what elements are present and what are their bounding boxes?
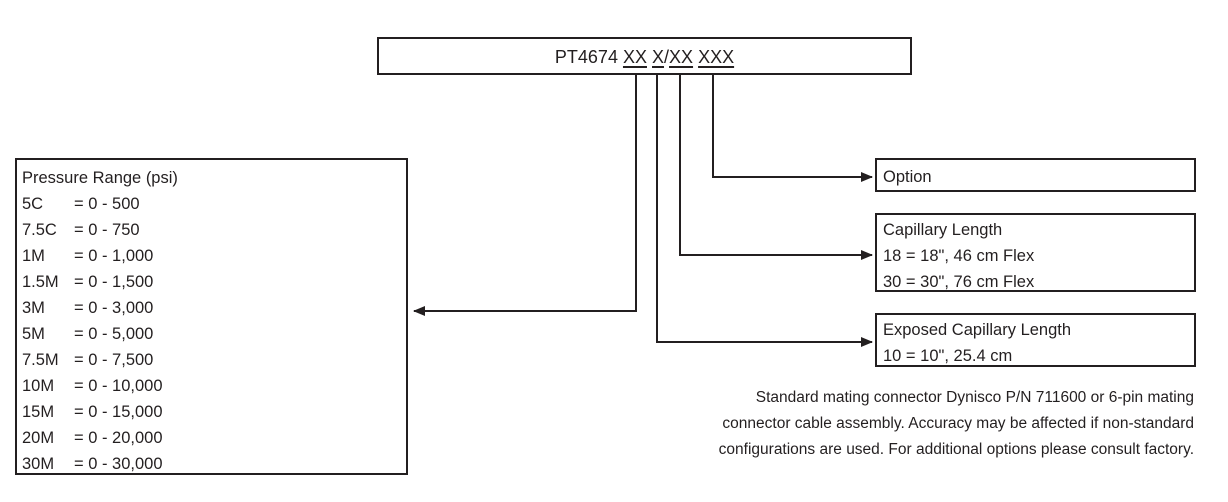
range-code: 20M (22, 429, 55, 447)
range-value: = 0 - 20,000 (74, 429, 163, 447)
range-code: 7.5M (22, 351, 59, 369)
capillary-length-title: Capillary Length (883, 221, 1003, 239)
part-prefix: PT4674 (554, 47, 618, 67)
exposed-capillary-length-box: Exposed Capillary Length 10 = 10", 25.4 … (875, 313, 1196, 367)
range-value: = 0 - 5,000 (74, 325, 154, 343)
pressure-range-row: 7.5C = 0 - 750 (22, 217, 406, 243)
range-value: = 0 - 7,500 (74, 351, 154, 369)
range-value: = 0 - 10,000 (74, 377, 163, 395)
exposed-capillary-length-item: 10 = 10", 25.4 cm (883, 347, 1013, 365)
part-number-box: PT4674 XX X/XX XXX (377, 37, 912, 75)
pressure-range-row: 7.5M = 0 - 7,500 (22, 347, 406, 373)
exposed-connector (656, 75, 873, 347)
range-value: = 0 - 750 (74, 221, 140, 239)
option-connector (712, 75, 873, 182)
footnote-line: Standard mating connector Dynisco P/N 71… (755, 389, 1194, 406)
option-code: XXX (698, 47, 735, 67)
pressure-range-title: Pressure Range (psi) (22, 169, 178, 187)
range-code: 30M (22, 455, 55, 473)
pressure-range-row: 10M = 0 - 10,000 (22, 373, 406, 399)
option-title: Option (883, 168, 932, 186)
pressure-range-row: 15M = 0 - 15,000 (22, 399, 406, 425)
range-value: = 0 - 1,500 (74, 273, 154, 291)
capillary-length-code: XX (669, 47, 694, 67)
capillary-length-item: 18 = 18", 46 cm Flex (883, 247, 1035, 265)
footnote-line: configurations are used. For additional … (718, 441, 1194, 458)
range-code: 10M (22, 377, 55, 395)
range-code: 7.5C (22, 221, 57, 239)
footnote-line: connector cable assembly. Accuracy may b… (722, 415, 1194, 432)
footnote: Standard mating connector Dynisco P/N 71… (660, 385, 1194, 463)
capillary-connector (679, 75, 873, 260)
pressure-connector (413, 75, 637, 316)
range-value: = 0 - 1,000 (74, 247, 154, 265)
exposed-capillary-length-title: Exposed Capillary Length (883, 321, 1072, 339)
pressure-range-row: 1.5M = 0 - 1,500 (22, 269, 406, 295)
capillary-length-item: 30 = 30", 76 cm Flex (883, 273, 1035, 291)
range-code: 5M (22, 325, 45, 343)
pressure-range-row: 20M = 0 - 20,000 (22, 425, 406, 451)
pressure-range-row: 5M = 0 - 5,000 (22, 321, 406, 347)
range-code: 15M (22, 403, 55, 421)
pressure-range-row: 1M = 0 - 1,000 (22, 243, 406, 269)
range-code: 1M (22, 247, 45, 265)
range-value: = 0 - 3,000 (74, 299, 154, 317)
code-slash: / (664, 47, 670, 67)
range-value: = 0 - 15,000 (74, 403, 163, 421)
option-box: Option (875, 158, 1196, 192)
capillary-length-box: Capillary Length 18 = 18", 46 cm Flex 30… (875, 213, 1196, 292)
range-code: 3M (22, 299, 45, 317)
range-value: = 0 - 500 (74, 195, 140, 213)
pressure-range-code: XX (622, 47, 647, 67)
exposed-capillary-code: X (652, 47, 665, 67)
range-code: 1.5M (22, 273, 59, 291)
pressure-range-box: Pressure Range (psi) 5C = 0 - 500 7.5C = 0… (15, 158, 408, 475)
pressure-range-row: 3M = 0 - 3,000 (22, 295, 406, 321)
range-value: = 0 - 30,000 (74, 455, 163, 473)
pressure-range-row: 30M = 0 - 30,000 (22, 451, 406, 477)
pressure-range-row: 5C = 0 - 500 (22, 191, 406, 217)
range-code: 5C (22, 195, 44, 213)
